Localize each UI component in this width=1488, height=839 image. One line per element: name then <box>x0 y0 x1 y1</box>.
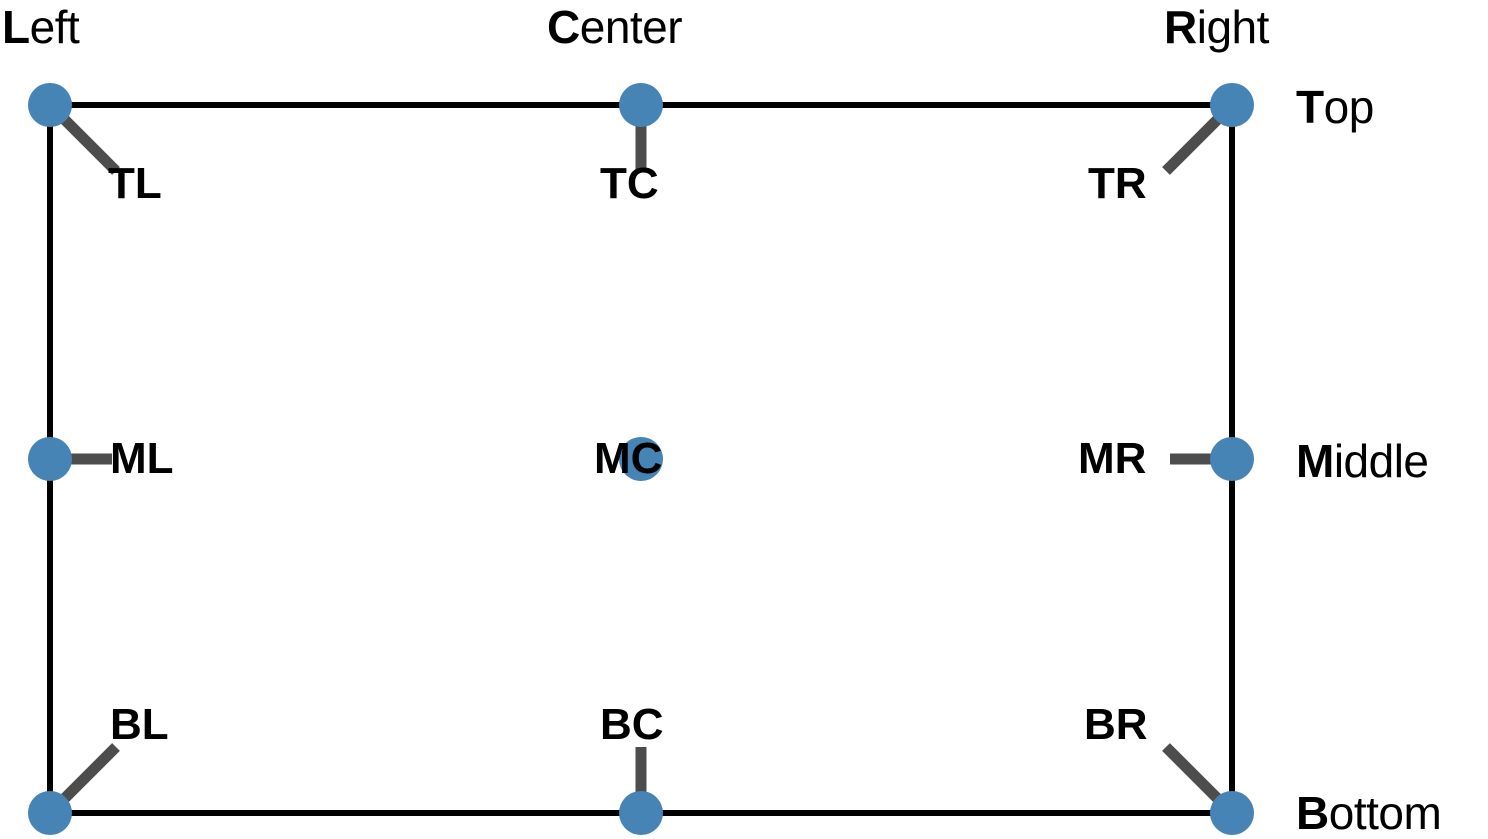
axis-initial-bottom: B <box>1296 787 1329 839</box>
anchor-node-MC[interactable] <box>619 437 663 481</box>
axis-label-center: Center <box>547 1 683 53</box>
node-label-TC: TC <box>600 159 659 208</box>
anchor-node-TL[interactable] <box>28 83 72 127</box>
anchor-nodes <box>28 83 1254 835</box>
axis-rest-center: enter <box>579 1 683 53</box>
anchor-node-BC[interactable] <box>619 791 663 835</box>
axis-label-left: Left <box>2 1 80 53</box>
axis-initial-right: R <box>1164 1 1197 53</box>
anchor-node-ML[interactable] <box>28 437 72 481</box>
anchor-node-BR[interactable] <box>1210 791 1254 835</box>
axis-label-middle: Middle <box>1296 438 1429 484</box>
axis-label-bottom: Bottom <box>1296 787 1442 839</box>
node-label-ML: ML <box>110 434 174 483</box>
node-label-MC: MC <box>594 434 663 483</box>
anchor-node-TR[interactable] <box>1210 83 1254 127</box>
node-label-TL: TL <box>108 159 162 208</box>
axis-label-right: Right <box>1164 4 1269 50</box>
axis-rest-right: ight <box>1196 1 1270 53</box>
node-label-MR: MR <box>1078 434 1147 483</box>
axis-rest-middle: iddle <box>1333 435 1429 487</box>
axis-initial-center: C <box>547 1 580 53</box>
axis-rest-top: op <box>1323 81 1375 133</box>
node-label-BC: BC <box>600 700 664 749</box>
node-label-BR: BR <box>1084 700 1148 749</box>
anchor-node-BL[interactable] <box>28 791 72 835</box>
anchor-node-MR[interactable] <box>1210 437 1254 481</box>
node-label-TR: TR <box>1088 159 1147 208</box>
anchor-node-TC[interactable] <box>619 83 663 127</box>
axis-rest-left: eft <box>29 1 80 53</box>
node-label-BL: BL <box>110 700 169 749</box>
axis-label-top: Top <box>1296 84 1374 130</box>
axis-initial-top: T <box>1296 81 1324 133</box>
axis-initial-left: L <box>2 1 30 53</box>
axis-rest-bottom: ottom <box>1328 787 1442 839</box>
axis-initial-middle: M <box>1296 435 1334 487</box>
